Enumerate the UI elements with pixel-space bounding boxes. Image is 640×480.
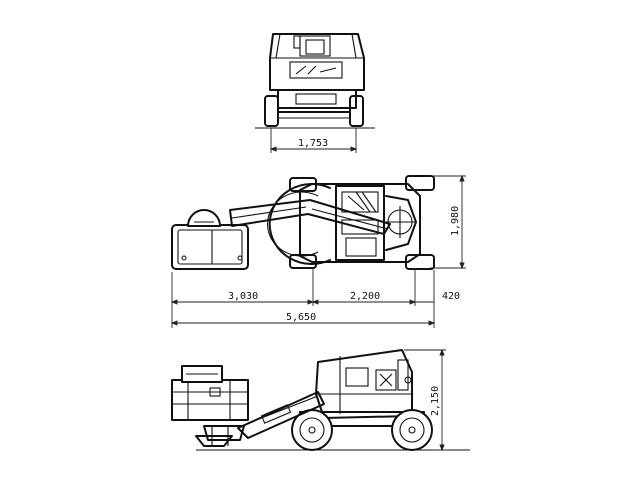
top-view: 1,980 3,030 2,200 420 5,650 xyxy=(170,174,466,328)
dim-top-width: 1,980 xyxy=(450,206,461,236)
dim-wheelbase: 2,200 xyxy=(350,291,380,302)
dim-front-width: 1,753 xyxy=(298,138,328,149)
dim-rear-overhang: 420 xyxy=(442,291,460,302)
dim-stowed-height: 2,150 xyxy=(430,386,441,416)
front-left-wheel xyxy=(264,95,279,127)
dim-platform-offset: 3,030 xyxy=(228,291,258,302)
top-wheel-4 xyxy=(405,254,435,270)
side-view: 2,150 xyxy=(171,348,470,452)
platform-basket-side xyxy=(171,379,249,421)
side-rear-wheel xyxy=(391,409,433,451)
dim-overall-length: 5,650 xyxy=(286,312,316,323)
top-wheel-2 xyxy=(405,175,435,191)
platform-basket-top xyxy=(171,224,249,270)
front-view: 1,753 xyxy=(255,33,375,153)
